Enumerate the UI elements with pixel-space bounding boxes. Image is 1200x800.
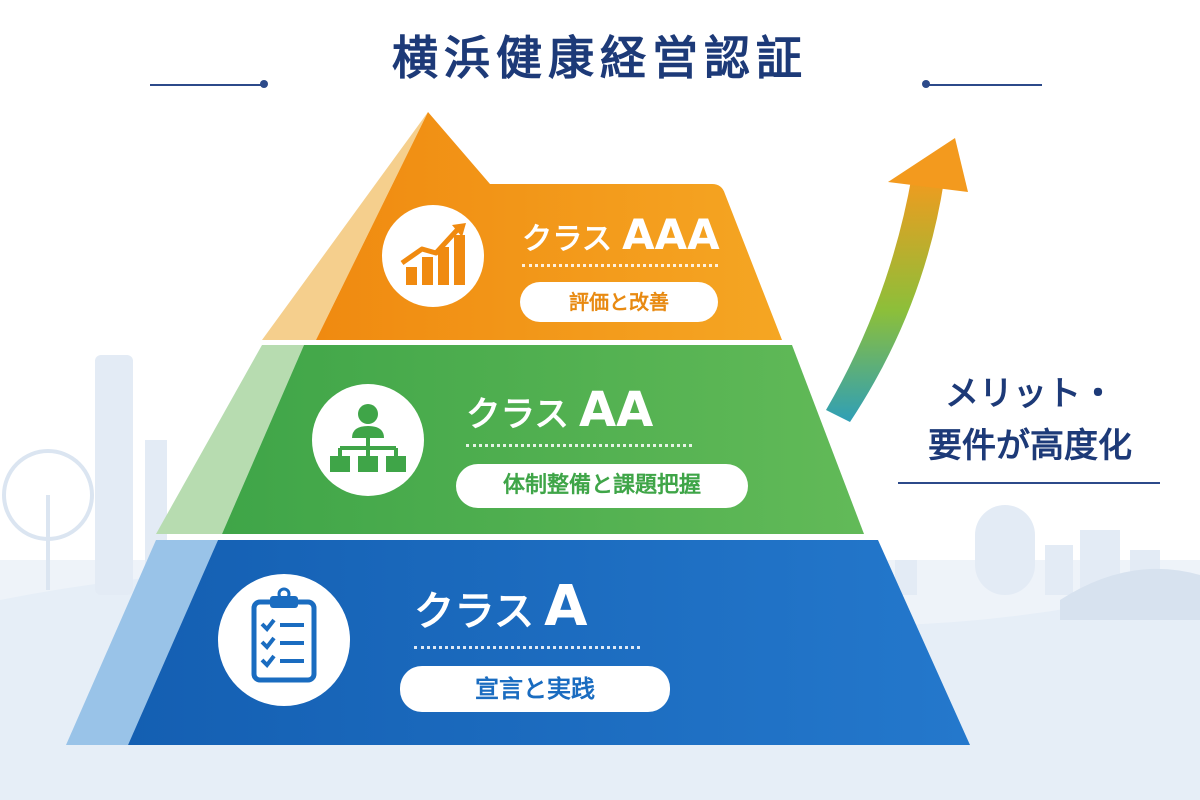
tier-aaa-title: クラス AAA <box>522 210 720 259</box>
title-rule-right-dot <box>922 80 930 88</box>
side-face-aa <box>156 345 304 534</box>
tier-aa-icon-circle <box>312 384 424 496</box>
side-note: メリット・ 要件が高度化 <box>880 368 1180 472</box>
growth-arrow <box>826 138 968 422</box>
bar-chart-growth-icon <box>400 223 466 285</box>
tier-aa-class-prefix: クラス <box>466 395 569 435</box>
title-rule-right <box>928 84 1042 86</box>
side-note-line1: メリット・ <box>945 374 1115 414</box>
side-face-a <box>66 540 218 745</box>
tier-a-class-grade: A <box>544 574 588 639</box>
tier-aaa-divider <box>522 264 718 267</box>
tier-a-divider <box>414 646 640 649</box>
org-chart-icon <box>330 404 406 472</box>
tier-aaa-icon-circle <box>382 205 484 307</box>
tier-aa-label: 体制整備と課題把握 <box>456 464 748 508</box>
tier-aaa-label: 評価と改善 <box>520 282 718 322</box>
side-note-line2: 要件が高度化 <box>928 426 1132 466</box>
tier-aaa-class-grade: AAA <box>622 210 720 259</box>
tier-aa-divider <box>466 444 692 447</box>
tier-a-icon-circle <box>218 574 350 706</box>
tier-a-label: 宣言と実践 <box>400 666 670 712</box>
side-note-rule <box>898 482 1160 484</box>
side-face-aaa <box>262 112 428 340</box>
page-title: 横浜健康経営認証 <box>392 31 808 85</box>
tier-aaa-class-prefix: クラス <box>522 222 613 257</box>
tier-face-a <box>128 540 970 745</box>
title-rule-left <box>150 84 262 86</box>
tier-aa-class-grade: AA <box>578 382 654 438</box>
title-rule-left-dot <box>260 80 268 88</box>
clipboard-checklist-icon <box>251 587 317 683</box>
title-wrap: 横浜健康経営認証 <box>0 22 1200 88</box>
tier-a-class-prefix: クラス <box>414 588 535 635</box>
